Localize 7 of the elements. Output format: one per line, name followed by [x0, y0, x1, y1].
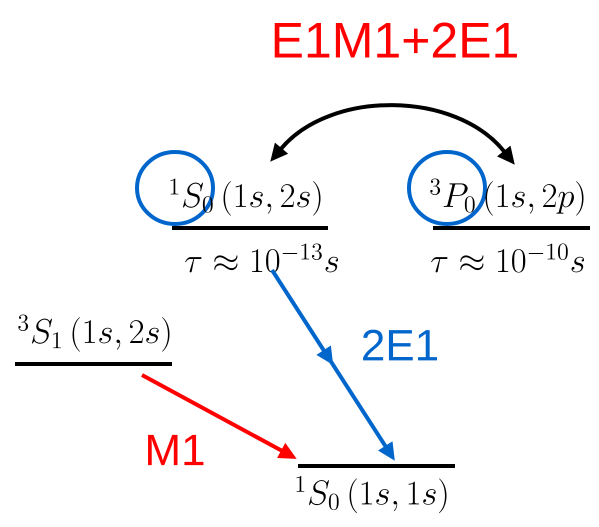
lifetime-label: $\tau \approx 10^{-13}s$ [185, 244, 338, 273]
energy-level: ${}^{1}S_{0}\left(1s,1s\right)$ [296, 464, 455, 514]
edge-label: M1 [142, 432, 208, 468]
energy-level: ${}^{3}S_{1}\left(1s,2s\right)$ [15, 314, 172, 366]
title: E1M1+2E1 [274, 22, 517, 58]
edge-label: 2E1 [358, 328, 442, 362]
lifetime-label: $\tau \approx 10^{-10}s$ [431, 244, 584, 273]
